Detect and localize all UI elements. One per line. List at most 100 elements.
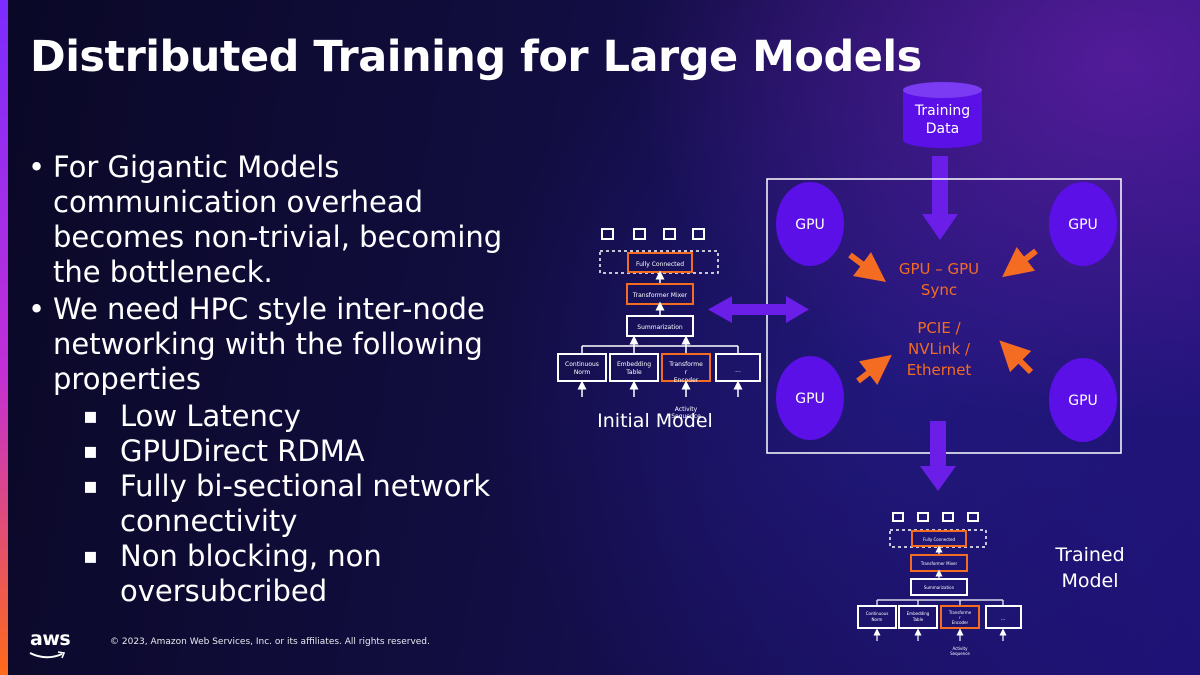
output-square <box>633 228 646 240</box>
arrow-shaft <box>728 304 790 315</box>
sub-bullet-item: ▪ GPUDirect RDMA <box>28 434 548 469</box>
database-body <box>903 90 982 140</box>
output-square <box>892 512 904 522</box>
model-cluster-bidirectional-arrow <box>708 296 809 323</box>
continuous-norm-label-2: Norm <box>574 369 591 376</box>
gpu-label: GPU <box>795 217 825 233</box>
input-arrows <box>577 380 743 397</box>
sub-bullet-item: ▪ Non blocking, non oversubcribed <box>28 539 548 609</box>
gpu-node-top-left: GPU <box>776 182 844 266</box>
sub-bullet-text: Non blocking, non oversubcribed <box>120 539 382 608</box>
transformer-mixer-label: Transformer Mixer <box>920 561 958 566</box>
sync-line-1: GPU – GPU <box>899 260 979 278</box>
database-bottom <box>903 132 982 148</box>
fully-connected-label: Fully Connected <box>636 261 684 268</box>
sync-arrow-top-left <box>848 252 886 282</box>
summarization-box <box>626 315 694 337</box>
link-line-3: Ethernet <box>907 361 972 379</box>
input-connectors <box>581 335 739 354</box>
summarization-label: Summarization <box>637 324 683 331</box>
sync-arrow-top-right <box>1002 246 1038 278</box>
continuous-norm-label-1: Continuous <box>565 361 599 368</box>
trained-model-label-line-2: Model <box>1061 570 1118 592</box>
square-bullet-icon: ▪ <box>83 404 98 429</box>
bullet-dot-icon: • <box>28 292 46 326</box>
gpu-circle <box>776 182 844 266</box>
summarization-label: Summarization <box>924 585 955 590</box>
arrow-head-left <box>708 296 732 323</box>
square-bullet-icon: ▪ <box>83 544 98 569</box>
bullet-text: For Gigantic Models communication overhe… <box>53 150 503 289</box>
output-square <box>692 228 705 240</box>
continuous-norm-box <box>857 605 897 629</box>
training-data-database: Training Data <box>903 82 982 148</box>
cluster-to-trained-arrow <box>920 421 956 491</box>
bullet-item: • We need HPC style inter-node networkin… <box>28 292 548 397</box>
gpu-label: GPU <box>1068 393 1098 409</box>
input-connectors <box>876 599 1004 606</box>
gpu-node-top-right: GPU <box>1049 182 1117 266</box>
database-top <box>903 82 982 98</box>
embedding-table-label-2: Table <box>625 369 642 376</box>
transformer-encoder-label-1: Transforme <box>948 610 972 615</box>
ellipsis-box <box>985 605 1022 629</box>
link-line-1: PCIE / <box>917 319 961 337</box>
activity-sequence-label-2: Sequence <box>950 651 970 656</box>
embedding-table-label-2: Table <box>912 617 924 622</box>
arrow-shaft <box>930 421 946 471</box>
aws-logo: aws <box>30 628 71 650</box>
aws-smile-icon <box>29 651 66 659</box>
activity-sequence-label-1: Activity <box>953 646 969 651</box>
transformer-encoder-label-3: Encoder <box>952 620 969 625</box>
arrow-head-right <box>786 296 809 323</box>
sub-bullet-text: GPUDirect RDMA <box>120 434 365 468</box>
sub-bullet-text: Low Latency <box>120 399 301 433</box>
sync-arrows <box>848 246 1038 386</box>
arrow-head <box>920 466 956 491</box>
square-bullet-icon: ▪ <box>83 474 98 499</box>
activity-sequence-label-2: Sequence <box>671 413 701 420</box>
data-to-cluster-arrow <box>922 156 958 240</box>
arrow-shaft <box>932 156 948 218</box>
database-label-line-1: Training <box>914 103 970 119</box>
embedding-table-label-1: Embedding <box>907 611 930 616</box>
database-label-line-2: Data <box>926 121 959 137</box>
arrow-head <box>922 214 958 240</box>
sync-arrow-bottom-left <box>856 354 892 386</box>
gpu-node-bottom-left: GPU <box>776 356 844 440</box>
embedding-table-box <box>898 605 938 629</box>
sync-arrow-bottom-right <box>999 340 1034 375</box>
transformer-mixer-label: Transformer Mixer <box>632 292 688 299</box>
gpu-node-bottom-right: GPU <box>1049 358 1117 442</box>
gpu-circle <box>1049 358 1117 442</box>
output-squares <box>892 512 979 522</box>
initial-model-label: Initial Model <box>597 410 713 432</box>
gpu-label: GPU <box>795 391 825 407</box>
ellipsis-label: ... <box>735 367 741 374</box>
sub-bullet-item: ▪ Fully bi-sectional network connectivit… <box>28 469 548 539</box>
embedding-table-label-1: Embedding <box>617 361 651 368</box>
trained-model-label-line-1: Trained <box>1054 544 1124 566</box>
input-arrows <box>873 628 1007 641</box>
bullet-dot-icon: • <box>28 150 46 184</box>
transformer-encoder-box <box>940 605 980 629</box>
sync-text: GPU – GPU Sync PCIE / NVLink / Ethernet <box>899 260 979 379</box>
output-square <box>942 512 954 522</box>
transformer-encoder-label-2: r <box>685 369 688 376</box>
transformer-encoder-label-1: Transforme <box>668 361 703 368</box>
gpu-circle <box>1049 182 1117 266</box>
continuous-norm-label-1: Continuous <box>866 611 889 616</box>
sub-bullet-text: Fully bi-sectional network connectivity <box>120 469 491 538</box>
summarization-box <box>910 578 968 596</box>
output-square <box>967 512 979 522</box>
sync-line-2: Sync <box>921 281 957 299</box>
link-line-2: NVLink / <box>908 340 971 358</box>
bullet-item: • For Gigantic Models communication over… <box>28 150 548 290</box>
bullet-text: We need HPC style inter-node networking … <box>53 292 485 396</box>
gpu-circle <box>776 356 844 440</box>
activity-sequence-label-1: Activity <box>675 406 698 413</box>
accent-bar <box>0 0 8 675</box>
output-square <box>601 228 614 240</box>
transformer-encoder-label-2: r <box>959 615 961 620</box>
